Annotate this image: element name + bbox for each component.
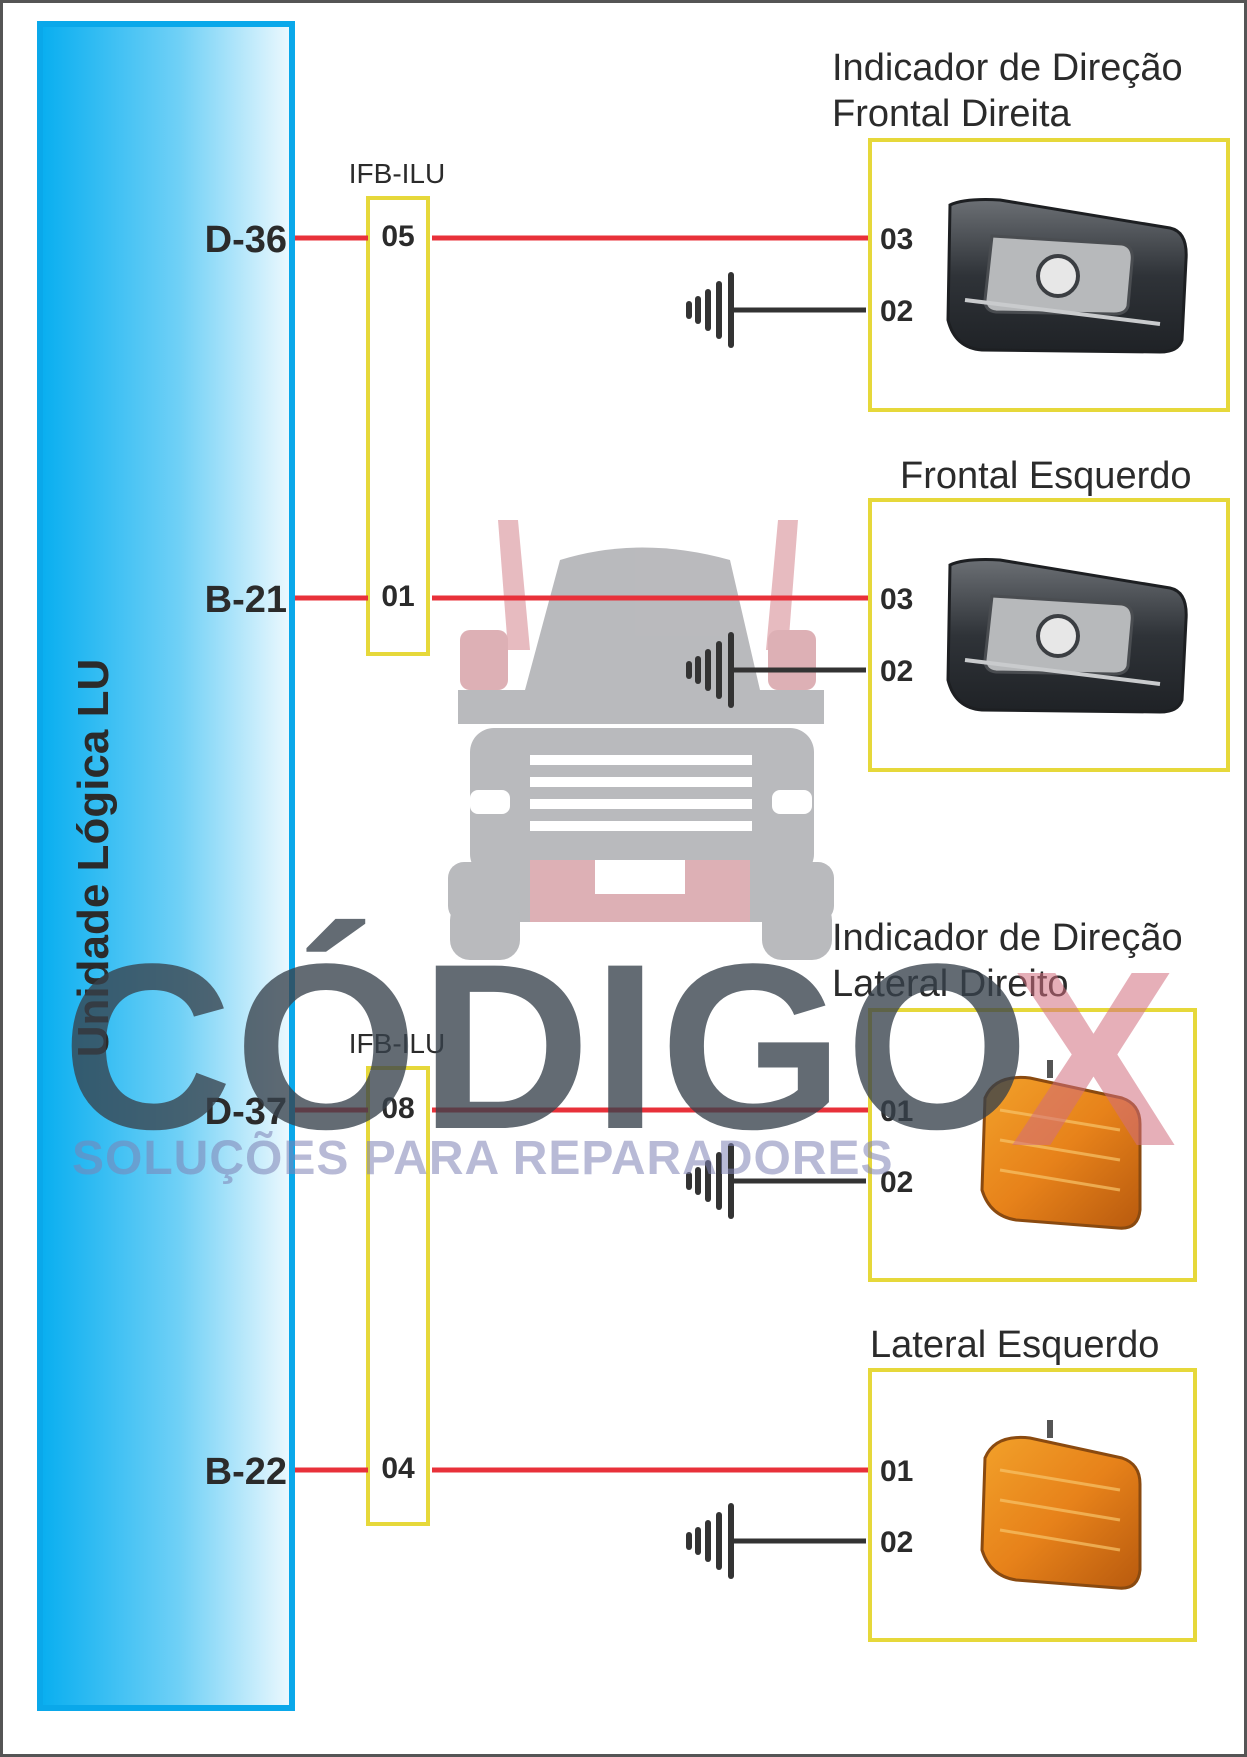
ground-icon: [686, 632, 734, 708]
signal-pin-label: 03: [880, 583, 913, 616]
truck-watermark-icon: [448, 520, 834, 960]
component-box: [868, 138, 1230, 412]
component-title: Frontal Direita: [832, 93, 1071, 135]
ground-icon: [686, 1503, 734, 1579]
signal-pin-label: 01: [880, 1455, 913, 1488]
ifb-pin-label: 05: [381, 220, 414, 253]
ground-icon: [686, 272, 734, 348]
signal-pin-label: 01: [880, 1095, 913, 1128]
ground-pin-label: 02: [880, 295, 913, 328]
ecu-pin-label: D-37: [205, 1091, 287, 1133]
component-title: Indicador de Direção: [832, 917, 1183, 959]
ground-pin-label: 02: [880, 1526, 913, 1559]
brand-watermark-logo: CÓDIGO X SOLUÇÕES PARA REPARADORES: [62, 915, 1177, 1198]
side-marker-lamp-icon: [980, 1060, 1142, 1230]
ecu-pin-label: B-22: [205, 1451, 287, 1493]
ground-pin-label: 02: [880, 655, 913, 688]
ifb-pin-label: 01: [381, 580, 414, 613]
circuit-3: D-37 08 01 02: [205, 1091, 913, 1219]
ifb-pin-label: 08: [381, 1092, 414, 1125]
logic-unit-label: Unidade Lógica LU: [69, 659, 118, 1057]
headlamp-icon: [946, 558, 1188, 714]
svg-text:X: X: [1010, 919, 1177, 1198]
side-marker-lamp-icon: [980, 1420, 1142, 1590]
circuit-4: B-22 04 01 02: [205, 1451, 913, 1579]
circuit-1: D-36 05 03 02: [205, 219, 913, 348]
connector-label-lower: IFB-ILU: [349, 1028, 445, 1059]
circuit-2: B-21 01 03 02: [205, 579, 913, 708]
component-title: Lateral Direito: [832, 963, 1069, 1005]
ifb-pin-label: 04: [381, 1452, 415, 1485]
connector-box-upper: [366, 196, 430, 656]
component-title: Frontal Esquerdo: [900, 455, 1192, 497]
ecu-pin-label: B-21: [205, 579, 287, 621]
component-box: [868, 498, 1230, 772]
component-box: [868, 1368, 1197, 1642]
ecu-pin-label: D-36: [205, 219, 287, 261]
ground-pin-label: 02: [880, 1166, 913, 1199]
signal-pin-label: 03: [880, 223, 913, 256]
ground-icon: [686, 1143, 734, 1219]
svg-text:CÓDIGO: CÓDIGO: [62, 915, 1031, 1179]
component-title: Indicador de Direção: [832, 47, 1183, 89]
svg-text:SOLUÇÕES PARA REPARADORES: SOLUÇÕES PARA REPARADORES: [72, 1130, 894, 1185]
connector-box-lower: [366, 1066, 430, 1526]
component-box: [868, 1008, 1197, 1282]
connector-label-upper: IFB-ILU: [349, 158, 445, 189]
component-title: Lateral Esquerdo: [870, 1324, 1159, 1366]
logic-unit-block: [37, 21, 295, 1711]
headlamp-icon: [946, 198, 1188, 354]
